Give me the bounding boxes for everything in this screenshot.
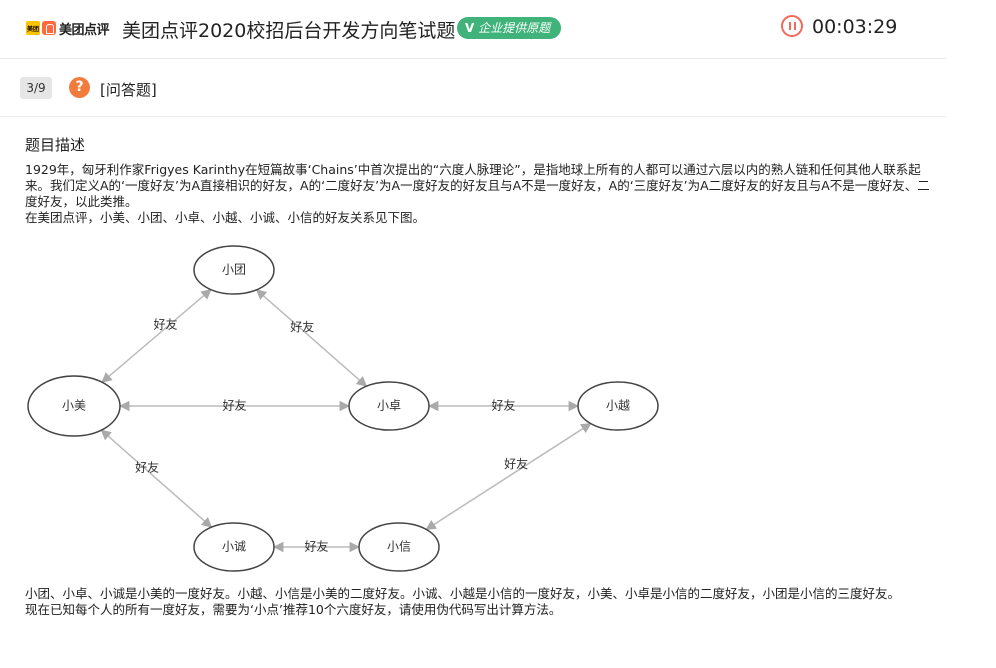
explanation-paragraph: 小团、小卓、小诚是小美的一度好友。小越、小信是小美的二度好友。小诚、小越是小信的… xyxy=(25,586,901,601)
node-label: 小卓 xyxy=(377,399,401,413)
graph-edge: 好友 xyxy=(118,398,351,412)
node-ellipse xyxy=(193,245,275,295)
edge-label: 好友 xyxy=(222,398,246,412)
question-type: [问答题] xyxy=(100,81,157,99)
node-label: 小越 xyxy=(606,399,630,413)
edge-line xyxy=(100,429,213,528)
edge-label: 好友 xyxy=(135,461,159,475)
pause-button[interactable] xyxy=(781,15,803,37)
description-paragraph: 在美团点评，小美、小团、小卓、小越、小诚、小信的好友关系见下图。 xyxy=(25,210,426,225)
graph-edge: 好友 xyxy=(427,398,580,412)
graph-node-xiaocheng: 小诚 xyxy=(193,522,275,572)
graph-node-xiaomei: 小美 xyxy=(27,375,121,437)
question-explanation: 小团、小卓、小诚是小美的一度好友。小越、小信是小美的二度好友。小诚、小越是小信的… xyxy=(25,586,940,618)
friendship-graph: 好友好友好友好友好友好友好友 小团小美小卓小越小诚小信 xyxy=(27,245,659,572)
edge-line xyxy=(255,289,368,387)
explanation-paragraph: 现在已知每个人的所有一度好友，需要为‘小点’推荐10个六度好友，请使用伪代码写出… xyxy=(25,602,562,617)
brand-logo-text: 美团点评 xyxy=(59,22,110,38)
edge-label: 好友 xyxy=(304,539,328,553)
graph-node-xiaozhuo: 小卓 xyxy=(348,381,430,431)
edge-label: 好友 xyxy=(491,398,515,412)
node-ellipse xyxy=(358,522,440,572)
verified-icon: V xyxy=(465,21,475,35)
brand-logo: 美团 美团点评 xyxy=(26,19,110,38)
question-description: 1929年，匈牙利作家Frigyes Karinthy在短篇故事‘Chains’… xyxy=(25,162,940,226)
node-label: 小美 xyxy=(62,399,86,413)
graph-edge: 好友 xyxy=(101,288,212,383)
question-progress: 3/9 xyxy=(20,77,52,99)
question-bar: 3/9 ? [问答题] xyxy=(0,62,946,117)
graph-edge: 好友 xyxy=(425,422,592,531)
node-ellipse xyxy=(193,522,275,572)
graph-edge: 好友 xyxy=(100,429,213,528)
node-ellipse xyxy=(577,381,659,431)
node-ellipse xyxy=(27,375,121,437)
graph-node-xiaoyue: 小越 xyxy=(577,381,659,431)
edge-label: 好友 xyxy=(154,318,178,332)
edge-label: 好友 xyxy=(290,320,314,334)
edge-line xyxy=(425,422,592,531)
node-label: 小团 xyxy=(222,263,246,277)
description-paragraph: 1929年，匈牙利作家Frigyes Karinthy在短篇故事‘Chains’… xyxy=(25,162,930,209)
graph-node-xiaotuan: 小团 xyxy=(193,245,275,295)
graph-edge: 好友 xyxy=(255,289,368,387)
node-label: 小诚 xyxy=(222,540,246,554)
question-mark-icon[interactable]: ? xyxy=(69,77,90,98)
exam-title: 美团点评2020校招后台开发方向笔试题 xyxy=(122,20,456,42)
dianping-logo-icon xyxy=(42,21,56,35)
node-ellipse xyxy=(348,381,430,431)
node-label: 小信 xyxy=(387,540,411,554)
countdown-timer: 00:03:29 xyxy=(812,16,898,38)
edge-label: 好友 xyxy=(504,457,528,471)
section-title: 题目描述 xyxy=(25,136,86,154)
meituan-logo-icon: 美团 xyxy=(26,21,40,35)
graph-node-xiaoxin: 小信 xyxy=(358,522,440,572)
graph-edges: 好友好友好友好友好友好友好友 xyxy=(100,288,592,553)
badge-label: 企业提供原题 xyxy=(478,21,551,35)
edge-line xyxy=(101,288,212,383)
graph-edge: 好友 xyxy=(272,539,361,553)
